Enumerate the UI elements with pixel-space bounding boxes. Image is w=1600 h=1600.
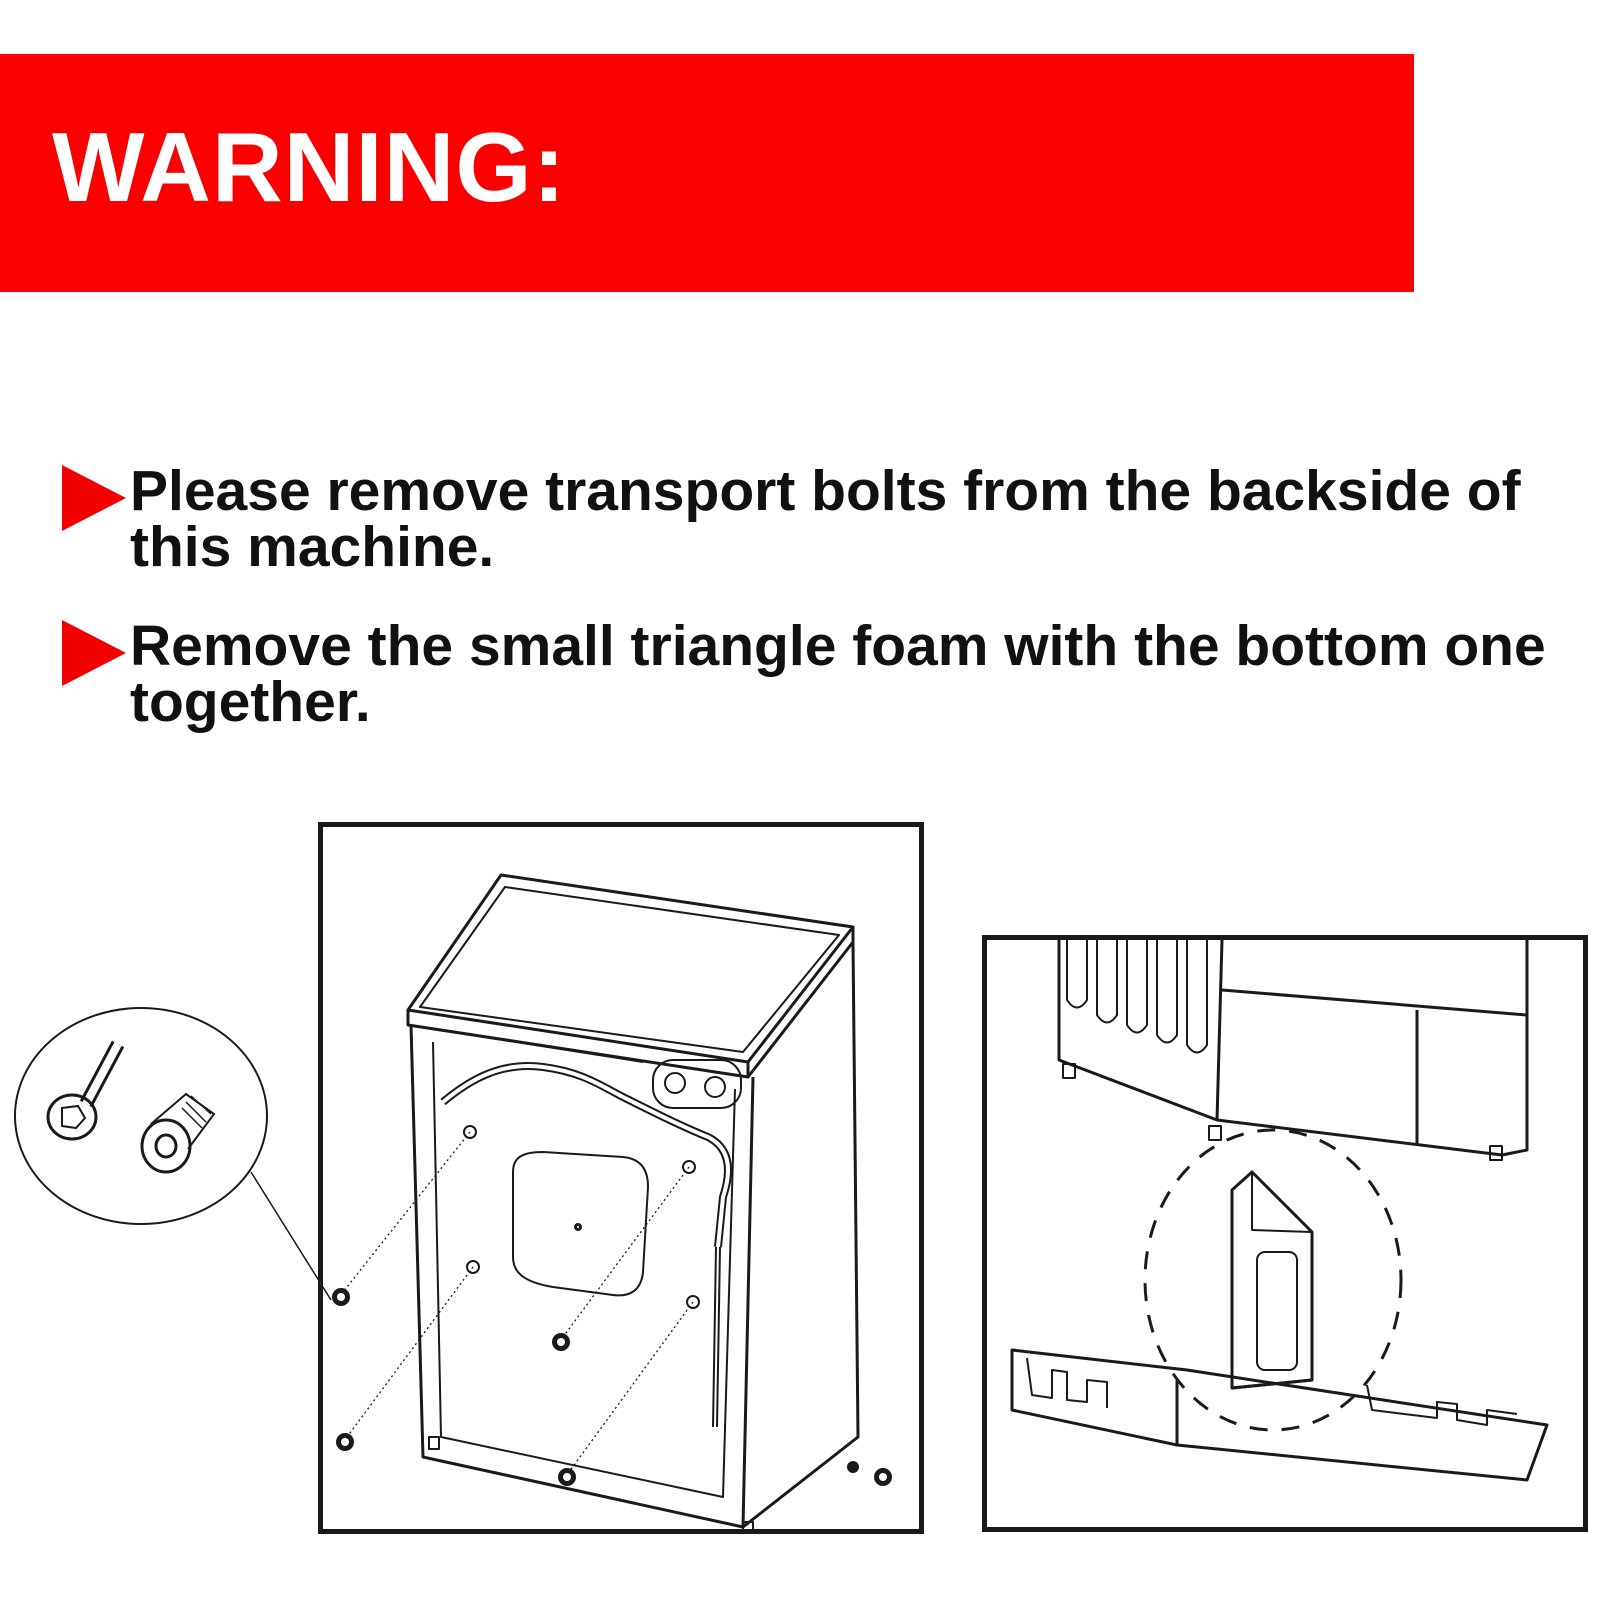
washer-back-panel [318, 822, 924, 1534]
triangle-arrow-icon [62, 465, 126, 531]
bolt-callout [14, 1007, 332, 1301]
washer-back-bolts-diagram [332, 873, 892, 1529]
triangle-foam-panel [982, 935, 1588, 1532]
triangle-arrow-icon [62, 620, 126, 686]
warning-banner [0, 54, 1414, 292]
triangle-foam-diagram [1010, 940, 1549, 1482]
instruction-text-1: Please remove transport bolts from the b… [130, 459, 1521, 579]
instruction-text-2: Remove the small triangle foam with the … [130, 614, 1546, 734]
warning-title: WARNING: [52, 112, 567, 222]
